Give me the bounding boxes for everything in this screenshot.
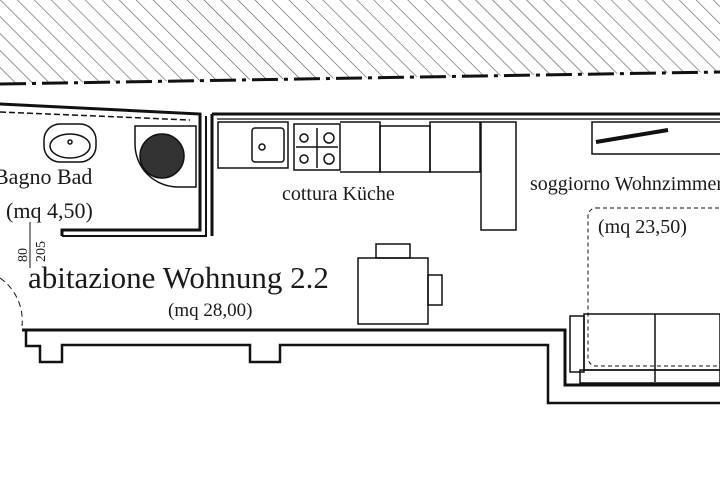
door-width-dimension: 80 [16, 248, 31, 262]
walls [0, 102, 720, 405]
kitchen-label: cottura Küche [282, 183, 395, 205]
bathroom-label: Bagno Bad [0, 164, 92, 189]
kitchen-counter [217, 121, 517, 231]
washbasin-icon [43, 123, 97, 163]
dining-table [357, 243, 443, 325]
bathroom-area: (mq 4,50) [6, 198, 93, 223]
shower-icon [134, 125, 197, 188]
exterior-hatched-area [0, 0, 720, 86]
living-label: soggiorno Wohnzimmer [530, 173, 720, 195]
tv-cabinet [591, 121, 720, 155]
living-area: (mq 23,50) [598, 216, 687, 238]
apartment-area: (mq 28,00) [168, 300, 252, 321]
door-height-dimension: 205 [34, 241, 49, 262]
sofa [569, 207, 720, 384]
apartment-label: abitazione Wohnung 2.2 [28, 260, 329, 295]
door [0, 222, 31, 327]
